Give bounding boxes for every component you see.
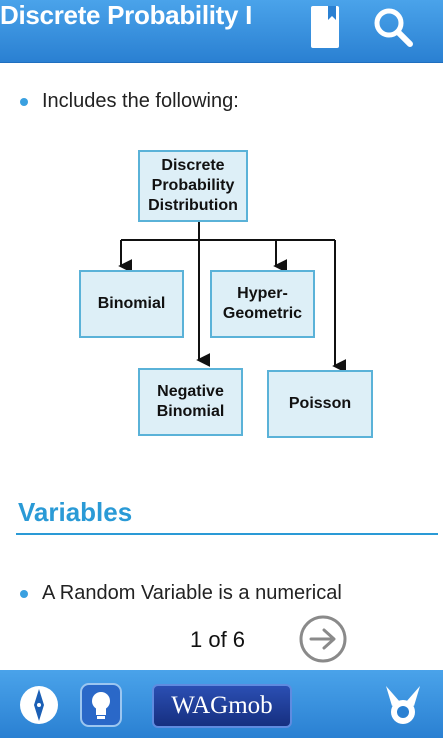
page-indicator: 1 of 6 [190, 627, 246, 652]
intro-bullet: Includes the following: [0, 90, 443, 116]
arrow-right-icon [309, 628, 336, 650]
wagmob-logo-button[interactable]: WAGmob [152, 684, 292, 728]
section-divider [16, 533, 438, 535]
bullet-dot [20, 590, 28, 598]
node-binomial: Binomial [79, 270, 184, 338]
page-title: Discrete Probability I [0, 0, 253, 30]
brand-label: WAGmob [171, 692, 273, 719]
distribution-diagram: Discrete Probability Distribution Binomi… [0, 140, 443, 440]
bottom-bar: WAGmob [0, 670, 443, 738]
lightbulb-icon[interactable] [80, 683, 122, 727]
section-bullet-text: A Random Variable is a numerical [42, 582, 342, 604]
section-bullet: A Random Variable is a numerical [0, 582, 443, 608]
top-bar: Discrete Probability I [0, 0, 443, 63]
compass-icon[interactable] [18, 684, 60, 726]
node-root: Discrete Probability Distribution [138, 150, 248, 222]
bookmark-icon[interactable] [306, 4, 344, 52]
section-title: Variables [18, 497, 133, 527]
node-hyper-geometric: Hyper-Geometric [210, 270, 315, 338]
search-icon[interactable] [370, 4, 416, 50]
award-icon[interactable] [380, 682, 426, 728]
intro-bullet-text: Includes the following: [42, 90, 239, 112]
node-poisson: Poisson [267, 370, 373, 438]
node-negative-binomial: Negative Binomial [138, 368, 243, 436]
diagram-connectors [118, 222, 347, 373]
bullet-dot [20, 98, 28, 106]
next-page-button[interactable] [298, 614, 348, 664]
